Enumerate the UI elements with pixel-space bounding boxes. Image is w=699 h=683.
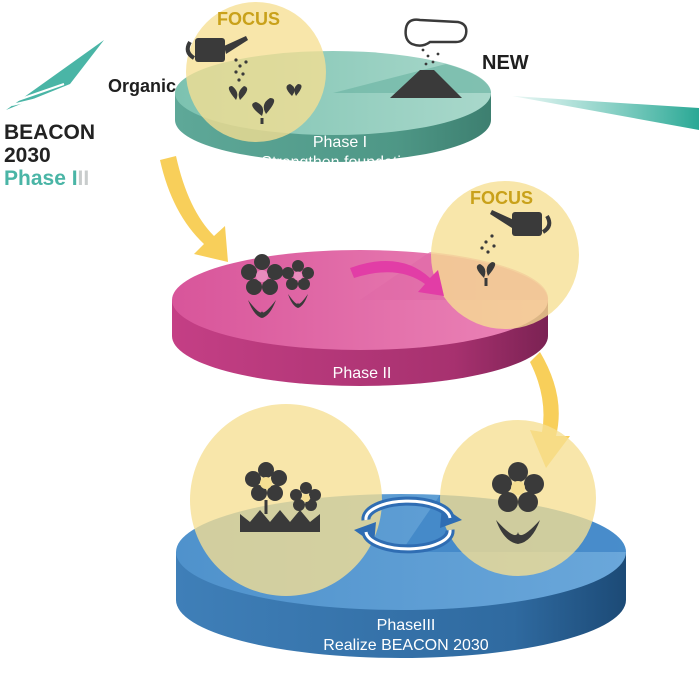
focus-circle-1 <box>186 2 326 142</box>
brand-phase-label: Phase I <box>4 167 78 190</box>
seeding-hand-icon <box>390 18 468 98</box>
sprouts-icon <box>228 84 302 124</box>
growth-arrow-icon <box>350 260 444 296</box>
phase2-label: Phase II Invest for growth <box>262 364 462 404</box>
brand-phase-dim: II <box>77 167 90 190</box>
watering-can-icon-2 <box>480 210 552 254</box>
brand-name: BEACON <box>4 121 96 144</box>
beacon-beam-icon <box>512 96 699 130</box>
phase3-label: PhaseIII Realize BEACON 2030 <box>296 616 516 656</box>
beacon-logo-icon <box>6 40 104 110</box>
flower-icon <box>492 462 544 544</box>
phase1-subtitle: Strengthen foundation <box>261 154 419 171</box>
new-label: NEW <box>482 52 529 74</box>
brand-year: 2030 <box>4 144 51 167</box>
focus-label-2: FOCUS <box>470 188 533 208</box>
phase2-subtitle: Invest for growth <box>302 385 422 402</box>
arrow-phase1-to-2 <box>160 156 228 262</box>
cycle-arrow-outline <box>364 499 452 551</box>
phase1-label: Phase I Strengthen foundation <box>233 133 447 173</box>
phase1-title: Phase I <box>312 134 368 151</box>
focus-label-1: FOCUS <box>217 9 280 29</box>
brand-phase: Phase III <box>4 167 89 190</box>
phase3-subtitle: Realize BEACON 2030 <box>323 637 489 654</box>
phase2-title: Phase II <box>332 365 392 382</box>
organic-label: Organic <box>108 76 177 96</box>
watering-can-icon <box>185 36 248 82</box>
garden-icon <box>240 462 321 532</box>
phase3-title: PhaseIII <box>376 617 436 634</box>
sprout-icon <box>476 262 496 286</box>
focus-circle-3a <box>190 404 382 596</box>
flowers-icon <box>241 254 314 318</box>
focus-circle-3b <box>440 420 596 576</box>
